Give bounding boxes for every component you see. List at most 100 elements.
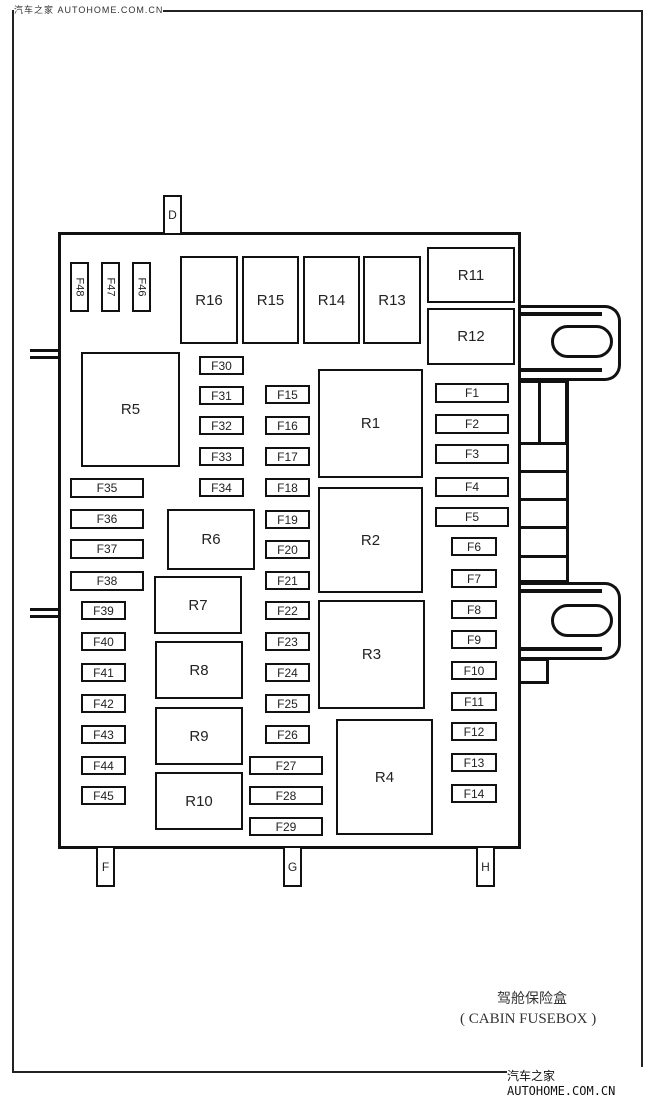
connector-tab-d-label: D (168, 208, 177, 222)
fuse-f35: F35 (70, 478, 144, 498)
fuse-f24: F24 (265, 663, 310, 682)
fuse-f4-label: F4 (464, 480, 479, 494)
fuse-f5: F5 (435, 507, 509, 527)
relay-r12: R12 (427, 308, 515, 365)
side-connector (515, 380, 569, 583)
fuse-f40: F40 (81, 632, 126, 651)
fuse-f39: F39 (81, 601, 126, 620)
connector-divider (515, 526, 569, 529)
fuse-f9: F9 (451, 630, 497, 649)
fuse-f32-label: F32 (211, 418, 232, 433)
diagram-frame (12, 10, 643, 1073)
fuse-f12-label: F12 (463, 724, 485, 739)
fuse-f1: F1 (435, 383, 509, 403)
fuse-f11-label: F11 (464, 694, 484, 709)
connector-divider (515, 555, 569, 558)
fuse-f39-label: F39 (93, 603, 114, 618)
relay-r13-label: R13 (378, 291, 406, 309)
fuse-f7-label: F7 (466, 571, 481, 586)
fuse-f38-label: F38 (96, 574, 118, 588)
fuse-f47: F47 (101, 262, 120, 312)
fuse-f45-label: F45 (93, 788, 114, 803)
fuse-f25: F25 (265, 694, 310, 713)
fuse-f19-label: F19 (277, 512, 298, 527)
bracket-rail (518, 647, 602, 651)
relay-r2: R2 (318, 487, 423, 593)
relay-r16: R16 (180, 256, 238, 344)
fuse-f24-label: F24 (277, 665, 298, 680)
bracket-rail (518, 368, 602, 372)
fuse-f46: F46 (132, 262, 151, 312)
relay-r13: R13 (363, 256, 421, 344)
fuse-f2-label: F2 (464, 417, 479, 431)
watermark-bottom: 汽车之家 AUTOHOME.COM.CN (507, 1067, 660, 1098)
fuse-f8-label: F8 (466, 602, 481, 617)
fuse-f22-label: F22 (277, 603, 298, 618)
fuse-f10-label: F10 (463, 663, 485, 678)
fuse-f20-label: F20 (277, 542, 298, 557)
connector-tab-h: H (476, 846, 495, 887)
fuse-f37: F37 (70, 539, 144, 559)
relay-r14: R14 (303, 256, 360, 344)
fuse-f26-label: F26 (277, 727, 298, 742)
fuse-f27: F27 (249, 756, 323, 775)
fuse-f4: F4 (435, 477, 509, 497)
fuse-f42-label: F42 (93, 696, 114, 711)
connector-tab-g: G (283, 846, 302, 887)
relay-r4: R4 (336, 719, 433, 835)
fuse-f34-label: F34 (211, 480, 232, 495)
fuse-f21: F21 (265, 571, 310, 590)
fuse-f33: F33 (199, 447, 244, 466)
fuse-f18: F18 (265, 478, 310, 497)
mounting-hole-icon (551, 325, 613, 358)
relay-r6-label: R6 (201, 531, 221, 548)
fuse-f3-label: F3 (464, 447, 479, 461)
fuse-f20: F20 (265, 540, 310, 559)
bracket-rail (518, 312, 602, 316)
fuse-f6: F6 (451, 537, 497, 556)
fuse-f37-label: F37 (96, 542, 118, 556)
connector-divider (515, 498, 569, 501)
fuse-f42: F42 (81, 694, 126, 713)
fuse-f16-label: F16 (277, 418, 298, 433)
relay-r9-label: R9 (189, 727, 209, 745)
fuse-f5-label: F5 (464, 510, 479, 524)
fuse-f10: F10 (451, 661, 497, 680)
fuse-f35-label: F35 (96, 481, 118, 495)
relay-r9: R9 (155, 707, 243, 765)
fuse-f2: F2 (435, 414, 509, 434)
fuse-f31-label: F31 (211, 388, 232, 403)
fuse-f13: F13 (451, 753, 497, 772)
fuse-f30-label: F30 (211, 358, 232, 373)
fuse-f17: F17 (265, 447, 310, 466)
fuse-f43-label: F43 (93, 727, 114, 742)
relay-r8: R8 (155, 641, 243, 699)
fuse-f40-label: F40 (93, 634, 114, 649)
fuse-f13-label: F13 (463, 755, 485, 770)
relay-r15-label: R15 (256, 291, 285, 309)
fuse-f8: F8 (451, 600, 497, 619)
relay-r4-label: R4 (374, 768, 395, 786)
fuse-f41-label: F41 (93, 665, 114, 680)
fuse-f3: F3 (435, 444, 509, 464)
relay-r7-label: R7 (188, 596, 208, 614)
fuse-f30: F30 (199, 356, 244, 375)
fuse-f12: F12 (451, 722, 497, 741)
watermark-top: 汽车之家 AUTOHOME.COM.CN (14, 5, 164, 15)
fuse-f19: F19 (265, 510, 310, 529)
fuse-f11: F11 (451, 692, 497, 711)
fuse-f34: F34 (199, 478, 244, 497)
relay-r1: R1 (318, 369, 423, 478)
relay-r5-label: R5 (120, 401, 141, 418)
fuse-f18-label: F18 (277, 480, 298, 495)
fuse-f29: F29 (249, 817, 323, 836)
caption-english: ( CABIN FUSEBOX ) (460, 1011, 597, 1027)
connector-divider (538, 380, 541, 442)
connector-divider (515, 470, 569, 473)
fuse-f38: F38 (70, 571, 144, 591)
fuse-f1-label: F1 (464, 386, 479, 400)
bracket-rail (518, 589, 602, 593)
fuse-f17-label: F17 (277, 449, 298, 464)
fuse-f48-label: F48 (73, 277, 86, 297)
fuse-f45: F45 (81, 786, 126, 805)
